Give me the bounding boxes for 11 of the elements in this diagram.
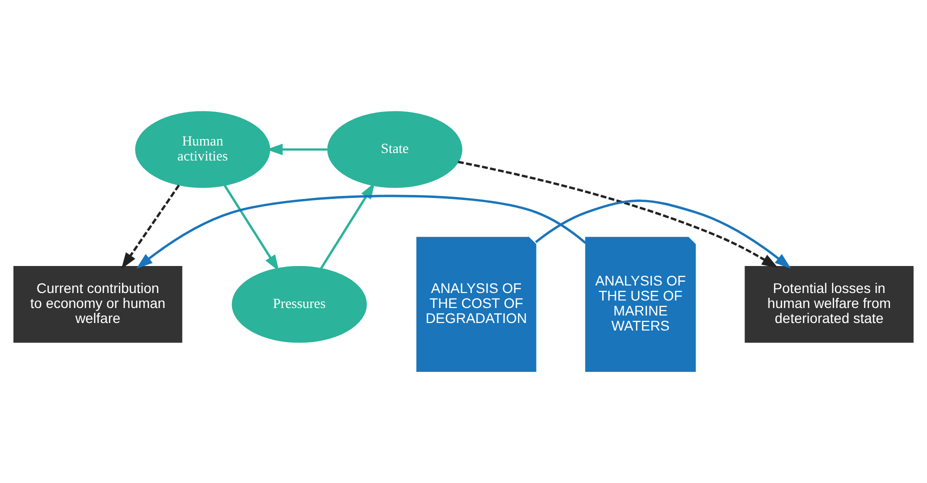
node-ellipse: State xyxy=(327,111,462,188)
arrow xyxy=(121,184,180,269)
node-box: Potential losses in human welfare from deteriorated state xyxy=(744,266,914,343)
arrow xyxy=(320,182,375,269)
node-ellipse: Human activities xyxy=(135,111,270,188)
arrow xyxy=(224,184,279,272)
arrow xyxy=(535,200,792,269)
arrow xyxy=(458,160,778,268)
arrow xyxy=(136,194,586,269)
node-box: Current contribution to economy or human welfare xyxy=(13,266,182,343)
node-ellipse: Pressures xyxy=(232,266,367,343)
